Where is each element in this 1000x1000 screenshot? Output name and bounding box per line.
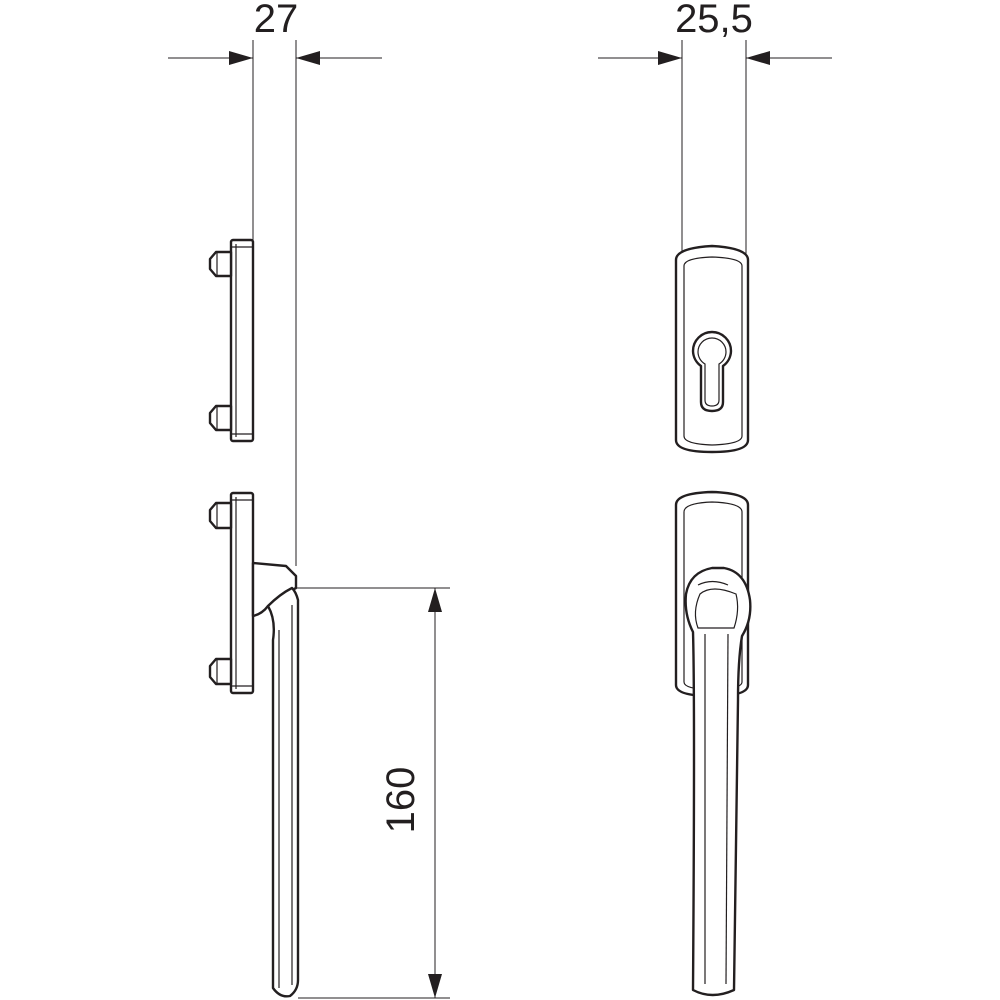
dimension-label-160: 160 [379, 767, 423, 834]
arrowhead-left [229, 51, 253, 65]
side-view: 27 [168, 0, 450, 999]
arrowhead-right [296, 51, 320, 65]
arrowhead-right [746, 51, 770, 65]
handle-grip [684, 566, 752, 997]
dimension-25-5: 25,5 [598, 0, 832, 258]
front-view: 25,5 [598, 0, 832, 997]
upper-plate-stud-bottom [208, 404, 233, 432]
handle-lever-side [266, 586, 300, 998]
lower-plate-body [229, 491, 255, 695]
lower-plate-stud-top [208, 501, 233, 530]
handle-side-profile [251, 561, 300, 998]
handle-lever-front [684, 566, 752, 997]
upper-plate-stud-top [208, 250, 233, 278]
arrowhead-bottom [428, 974, 442, 998]
dimension-label-27: 27 [254, 0, 299, 41]
arrowhead-left [658, 51, 682, 65]
upper-plate-side [208, 238, 255, 443]
upper-plate-body [229, 238, 255, 443]
keyhole-icon [691, 330, 733, 413]
dimension-27: 27 [168, 0, 382, 566]
arrowhead-top [428, 588, 442, 612]
keyhole-escutcheon [674, 244, 750, 454]
lower-plate-stud-bottom [208, 657, 233, 686]
lower-plate-side [208, 491, 255, 695]
dimension-160: 160 [296, 587, 450, 999]
dimension-label-25-5: 25,5 [675, 0, 753, 41]
